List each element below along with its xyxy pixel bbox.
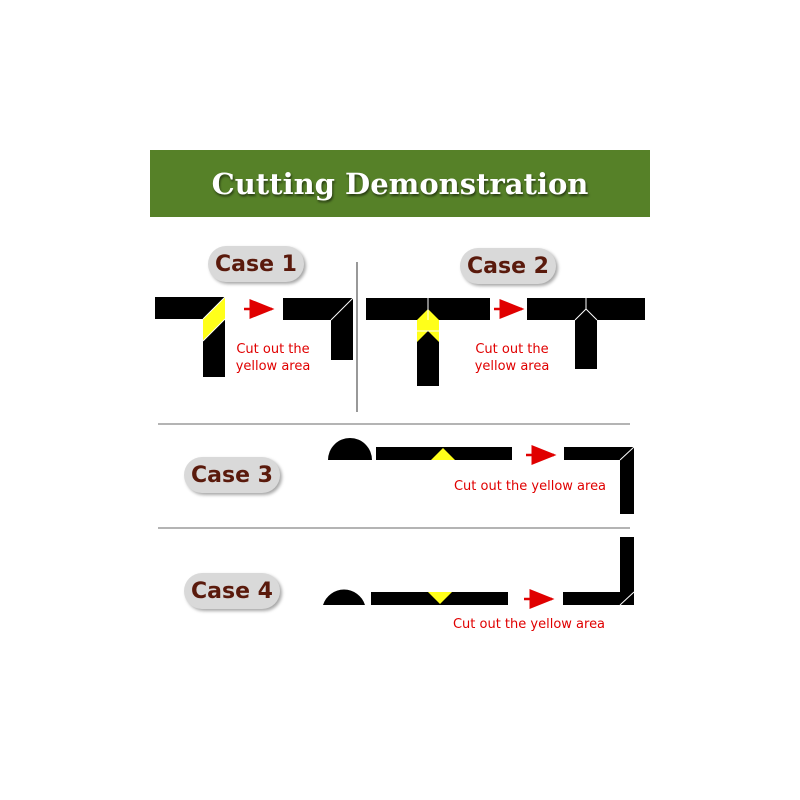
case-4-yellow-area [428,592,452,604]
case-3-after [564,446,635,514]
case-3-label: Case 3 [184,457,280,493]
case-4-label: Case 4 [184,573,280,609]
case-3-before [328,438,512,460]
case-2-caption-line-2: yellow area [474,359,550,374]
case-4-caption: Cut out the yellow area [452,617,606,632]
case-2-after [527,298,645,369]
case-3-caption: Cut out the yellow area [453,479,607,494]
case-2-label: Case 2 [460,248,556,284]
title-banner: Cutting Demonstration [150,150,650,217]
case-4-before [323,589,508,605]
case-1-caption: Cut out the yellow area [225,341,321,375]
case-2-before [366,298,490,386]
case-1-caption-line-2: yellow area [235,359,311,374]
case-1-before [155,296,226,377]
case-2-caption: Cut out the yellow area [464,341,560,375]
case-1-label: Case 1 [208,246,304,282]
case-1-caption-line-1: Cut out the [236,342,310,357]
case-1-after [283,297,354,360]
case-3-yellow-area [431,448,455,460]
case-2-yellow-area [417,309,439,342]
page-title: Cutting Demonstration [211,166,589,201]
case-4-after [563,537,635,606]
case-2-caption-line-1: Cut out the [475,342,549,357]
